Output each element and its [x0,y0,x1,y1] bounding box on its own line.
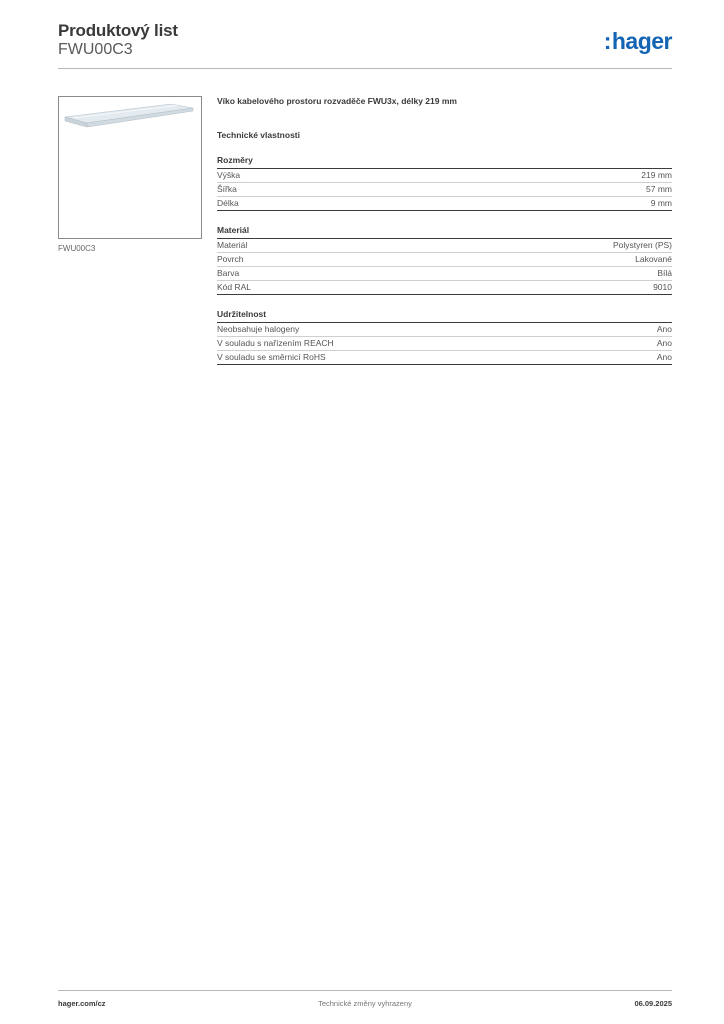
website-link[interactable]: hager.com/cz [58,999,106,1008]
footer-date: 06.09.2025 [634,999,672,1008]
hager-logo: :hager [603,28,673,54]
product-details: Víko kabelového prostoru rozvaděče FWU3x… [217,96,672,365]
cable-cover-illustration [64,103,194,128]
page-title: Produktový list [58,21,178,40]
technical-properties-heading: Technické vlastnosti [217,130,300,140]
section-title: Materiál [217,225,672,239]
section-title: Udržitelnost [217,309,672,323]
product-description: Víko kabelového prostoru rozvaděče FWU3x… [217,96,457,106]
section-title: Rozměry [217,155,672,169]
footer-divider [58,990,672,991]
page-header: Produktový list FWU00C3 :hager [58,20,673,70]
product-image [58,96,202,239]
footer-notice: Technické změny vyhrazeny [318,999,412,1008]
image-caption: FWU00C3 [58,244,96,253]
product-code: FWU00C3 [58,41,133,58]
header-divider [58,68,672,69]
